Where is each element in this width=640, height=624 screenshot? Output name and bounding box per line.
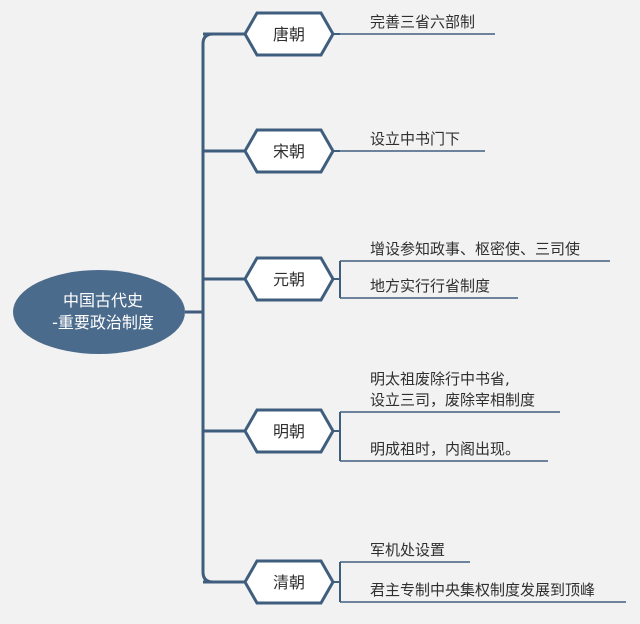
leaf-nodes: 完善三省六部制设立中书门下增设参知政事、枢密使、三司使地方实行行省制度明太祖废除… bbox=[333, 13, 626, 603]
branch-leaves: 完善三省六部制 bbox=[333, 13, 495, 35]
branch-node[interactable]: 宋朝 bbox=[243, 128, 335, 174]
branch-label: 唐朝 bbox=[273, 25, 305, 44]
branch-node[interactable]: 明朝 bbox=[243, 408, 335, 454]
branch-label: 宋朝 bbox=[273, 142, 305, 161]
leaf-text: 君主专制中央集权制度发展到顶峰 bbox=[370, 581, 595, 599]
leaf-text: 增设参知政事、枢密使、三司使 bbox=[370, 240, 580, 258]
branch-node[interactable]: 清朝 bbox=[243, 559, 335, 605]
leaf-text: 设立中书门下 bbox=[370, 130, 460, 148]
leaf-text: 地方实行行省制度 bbox=[370, 277, 490, 295]
leaf-text: 完善三省六部制 bbox=[370, 13, 475, 31]
root-title-line2: -重要政治制度 bbox=[52, 313, 154, 332]
branch-label: 元朝 bbox=[273, 270, 305, 289]
leaf-text: 设立三司，废除宰相制度 bbox=[370, 391, 535, 409]
leaf-text: 军机处设置 bbox=[370, 541, 445, 559]
leaf-text: 明太祖废除行中书省, bbox=[370, 370, 510, 388]
root-title-line1: 中国古代史 bbox=[63, 291, 143, 310]
branch-label: 明朝 bbox=[273, 422, 305, 441]
branch-node[interactable]: 元朝 bbox=[243, 256, 335, 302]
root-node[interactable]: 中国古代史 -重要政治制度 bbox=[13, 270, 185, 354]
trunk-line bbox=[201, 32, 245, 584]
branch-leaves: 设立中书门下 bbox=[333, 130, 485, 152]
leaf-text: 明成祖时，内阁出现。 bbox=[370, 440, 520, 458]
connector-lines bbox=[185, 32, 245, 584]
branch-label: 清朝 bbox=[273, 573, 305, 592]
branch-node[interactable]: 唐朝 bbox=[243, 11, 335, 57]
root-node-shape bbox=[13, 270, 185, 354]
